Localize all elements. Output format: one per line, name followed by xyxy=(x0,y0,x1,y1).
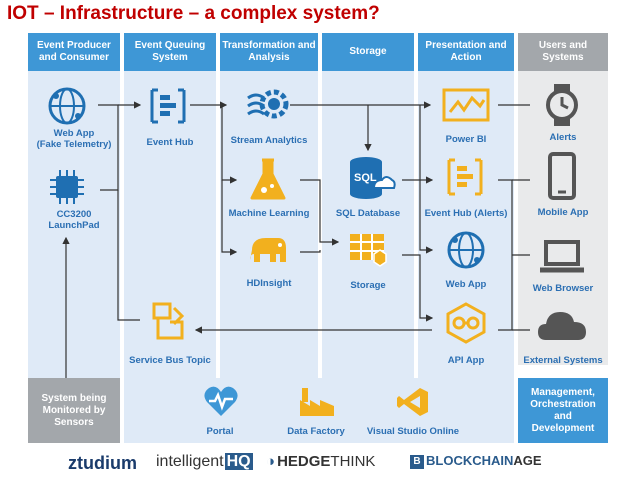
external-systems-label: External Systems xyxy=(523,355,603,366)
event-hub-alerts-label: Event Hub (Alerts) xyxy=(424,208,508,219)
intelligent-text: intelligent xyxy=(156,453,224,470)
column-header-transform: Transformation and Analysis xyxy=(220,33,318,71)
api-app-label: API App xyxy=(447,355,485,366)
portal-label: Portal xyxy=(206,426,234,437)
web-app-globe-icon-2 xyxy=(446,230,486,275)
power-bi-label: Power BI xyxy=(445,134,487,145)
web-app-globe-icon xyxy=(47,86,87,131)
mobile-app-label: Mobile App xyxy=(537,207,589,218)
ztudium-logo-text: ztudium xyxy=(68,453,137,473)
page-title: IOT – Infrastructure – a complex system? xyxy=(7,3,380,24)
column-header-presentation: Presentation and Action xyxy=(418,33,514,71)
blockchain-text: BLOCKCHAIN xyxy=(426,453,514,468)
system-monitored-box: System being Monitored by Sensors xyxy=(28,378,120,443)
storage-label: Storage xyxy=(350,280,386,291)
hedge-text: HEDGE xyxy=(277,453,331,470)
power-bi-chart-icon xyxy=(442,88,490,131)
visual-studio-icon xyxy=(396,386,430,423)
column-header-producer: Event Producer and Consumer xyxy=(28,33,120,71)
storage-table-icon xyxy=(348,232,388,275)
sql-database-label: SQL Database xyxy=(335,208,401,219)
system-monitored-label: System being Monitored by Sensors xyxy=(41,392,107,428)
api-app-icon xyxy=(444,302,488,349)
stream-analytics-gear-icon xyxy=(246,84,292,133)
management-box: Management, Orchestration and Developmen… xyxy=(518,378,608,443)
stream-analytics-label: Stream Analytics xyxy=(230,135,308,146)
management-label: Management, Orchestration and Developmen… xyxy=(530,386,596,434)
hq-text: HQ xyxy=(224,453,253,470)
ztudium-logo: ztudium xyxy=(68,453,137,474)
machine-learning-label: Machine Learning xyxy=(228,208,310,219)
data-factory-label: Data Factory xyxy=(287,426,345,437)
portal-heart-icon xyxy=(203,384,239,423)
event-hub-icon xyxy=(148,86,188,131)
column-users: Users and Systems xyxy=(518,33,608,365)
sql-badge-text: SQL xyxy=(354,172,377,184)
vso-label: Visual Studio Online xyxy=(366,426,460,437)
cloud-icon xyxy=(536,306,588,349)
hedgethink-symbol-icon: ◑ xyxy=(266,453,276,470)
column-producer: Event Producer and Consumer xyxy=(28,33,120,443)
think-text: THINK xyxy=(330,453,376,470)
age-text: AGE xyxy=(513,453,542,468)
cc3200-label: CC3200 xyxy=(56,209,92,220)
elephant-icon xyxy=(246,232,290,275)
web-app-label: Web App xyxy=(445,279,487,290)
watch-icon xyxy=(545,82,579,133)
column-header-queuing: Event Queuing System xyxy=(124,33,216,71)
web-app-fake-sublabel: (Fake Telemetry) xyxy=(36,139,112,150)
flask-icon xyxy=(248,158,288,207)
web-app-fake-label: Web App xyxy=(53,128,95,139)
hdinsight-label: HDInsight xyxy=(246,278,292,289)
hedgethink-logo: ◑HEDGETHINK xyxy=(266,453,375,470)
service-bus-icon xyxy=(148,300,188,347)
alerts-label: Alerts xyxy=(549,132,577,143)
column-presentation: Presentation and Action xyxy=(418,33,514,443)
column-queuing: Event Queuing System xyxy=(124,33,216,443)
service-bus-label: Service Bus Topic xyxy=(129,355,211,366)
event-hub-label: Event Hub xyxy=(146,137,194,148)
cc3200-sublabel: LaunchPad xyxy=(48,220,100,231)
web-browser-label: Web Browser xyxy=(532,283,594,294)
sql-database-icon xyxy=(346,154,396,209)
column-header-storage: Storage xyxy=(322,33,414,71)
laptop-icon xyxy=(538,240,586,279)
blockchain-b-icon: B xyxy=(410,454,424,469)
column-header-users: Users and Systems xyxy=(518,33,608,71)
factory-icon xyxy=(298,386,336,423)
event-hub-alerts-icon xyxy=(445,156,485,203)
mobile-phone-icon xyxy=(548,152,576,205)
microchip-icon xyxy=(48,168,86,211)
